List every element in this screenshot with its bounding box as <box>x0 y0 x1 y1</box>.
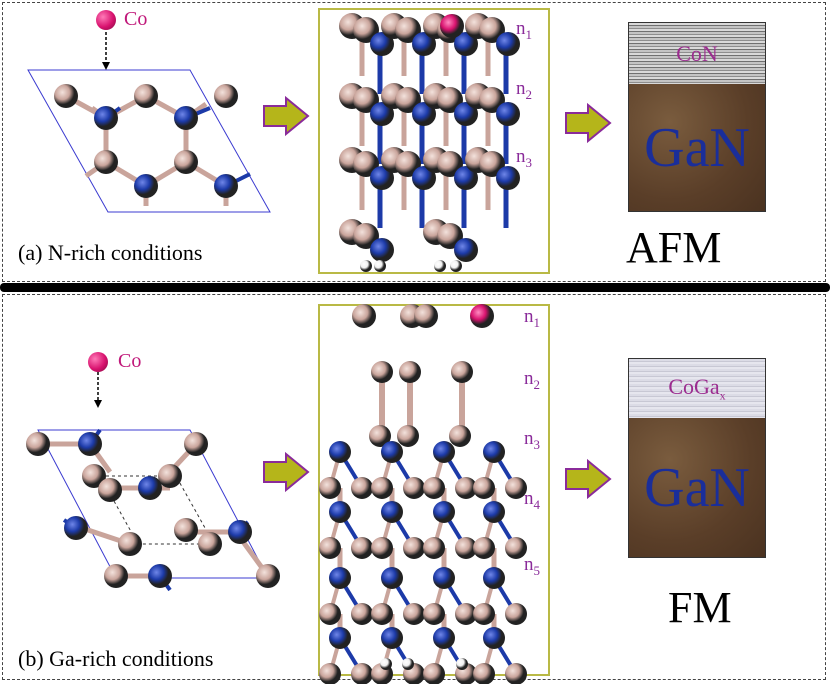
layer-label-n5: n5 <box>524 554 540 578</box>
arrow-right-icon <box>263 451 310 493</box>
panel-n-rich <box>2 2 826 282</box>
caption-ga-rich: (b) Ga-rich conditions <box>18 646 214 671</box>
layer-label-n1: n1 <box>524 306 540 330</box>
layer-label-n3: n3 <box>516 146 532 170</box>
slab-con-on-gan: CoN GaN <box>628 22 766 212</box>
layer-label-n4: n4 <box>524 488 540 512</box>
slab-top-layer: CoN <box>629 23 765 85</box>
slab-top-layer: CoGax <box>629 359 765 419</box>
layer-label-n2: n2 <box>524 368 540 392</box>
phase-afm: AFM <box>626 223 722 272</box>
arrow-right-icon <box>565 458 612 500</box>
co-label: Co <box>124 8 148 30</box>
side-view-frame <box>318 304 550 676</box>
co-atom <box>96 10 116 30</box>
slab-top-label: CoGax <box>668 374 726 403</box>
co-atom <box>88 352 108 372</box>
co-label: Co <box>118 350 142 372</box>
phase-fm: FM <box>668 583 732 632</box>
slab-bottom-label: GaN <box>644 116 750 179</box>
layer-label-n3: n3 <box>524 428 540 452</box>
arrow-right-icon <box>565 102 612 144</box>
layer-label-n2: n2 <box>516 78 532 102</box>
caption-n-rich: (a) N-rich conditions <box>18 240 203 265</box>
arrow-right-icon <box>263 95 310 137</box>
slab-coga-on-gan: CoGax GaN <box>628 358 766 558</box>
slab-bottom-layer: GaN <box>629 84 765 211</box>
layer-label-n1: n1 <box>516 18 532 42</box>
slab-bottom-label: GaN <box>644 456 750 519</box>
slab-bottom-layer: GaN <box>629 418 765 557</box>
slab-top-label: CoN <box>676 41 718 66</box>
side-view-frame <box>318 8 550 274</box>
panel-divider <box>0 283 830 292</box>
